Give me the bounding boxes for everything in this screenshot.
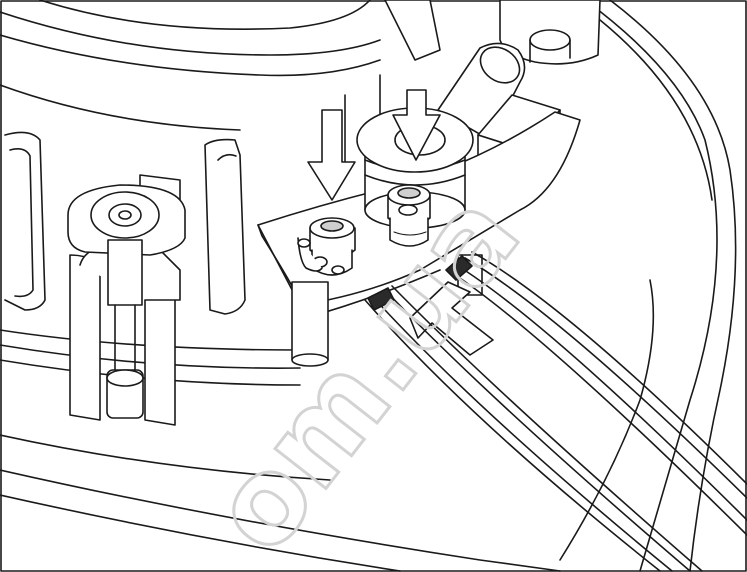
damper-cylinder xyxy=(437,42,526,141)
insert-wire-arrow-icon xyxy=(409,281,494,356)
mounting-clamp xyxy=(67,174,186,426)
press-arrow-center-icon xyxy=(392,89,441,161)
press-arrow-left-icon xyxy=(307,109,356,201)
screw-terminal-right xyxy=(387,184,431,247)
speaker-wire-right xyxy=(445,251,747,536)
magnet-assembly xyxy=(384,0,601,65)
screw-terminal-left xyxy=(297,217,356,276)
speaker-wire-left xyxy=(364,285,703,572)
